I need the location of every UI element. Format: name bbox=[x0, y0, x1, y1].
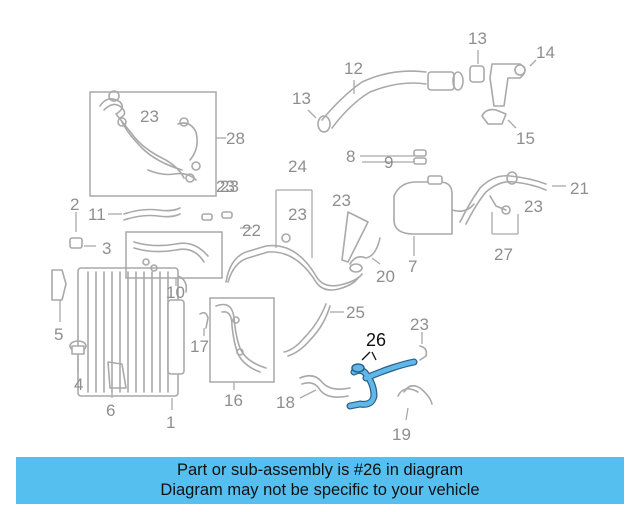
callout-26: 26 bbox=[366, 330, 386, 350]
banner-line-2: Diagram may not be specific to your vehi… bbox=[160, 481, 480, 499]
upper-hose-12 bbox=[307, 70, 464, 133]
callout-10: 10 bbox=[166, 283, 185, 302]
hose-assembly-28 bbox=[89, 90, 226, 197]
callout-28: 28 bbox=[226, 129, 245, 148]
hose-assembly-16 bbox=[209, 297, 275, 390]
pipe-neck-20 bbox=[341, 211, 381, 273]
hoses-21-27 bbox=[459, 171, 566, 235]
callout-21: 21 bbox=[570, 179, 589, 198]
radiator-part bbox=[77, 267, 188, 410]
callout-9: 9 bbox=[384, 153, 393, 172]
callout-22: 22 bbox=[242, 221, 261, 240]
callout-23c: 23 bbox=[288, 205, 307, 224]
callout-25: 25 bbox=[346, 303, 365, 322]
callout-12: 12 bbox=[344, 59, 363, 78]
callout-13b: 13 bbox=[468, 29, 487, 48]
hose-18 bbox=[299, 374, 351, 399]
callout-24: 24 bbox=[288, 157, 307, 176]
callout-23g: 23 bbox=[220, 177, 239, 196]
callout-18: 18 bbox=[276, 393, 295, 412]
clip-17 bbox=[199, 311, 209, 336]
callout-20: 20 bbox=[376, 267, 395, 286]
callout-27: 27 bbox=[494, 245, 513, 264]
callout-5: 5 bbox=[54, 325, 63, 344]
coolant-pipe-22-24-25 bbox=[225, 189, 363, 357]
callout-8: 8 bbox=[346, 147, 355, 166]
fittings-8-9 bbox=[360, 149, 427, 165]
callout-14: 14 bbox=[536, 43, 555, 62]
callout-23e: 23 bbox=[524, 197, 543, 216]
callout-6: 6 bbox=[106, 401, 115, 420]
banner-line-1: Part or sub-assembly is #26 in diagram bbox=[176, 461, 464, 479]
callout-3: 3 bbox=[102, 239, 111, 258]
expansion-tank-7 bbox=[393, 175, 475, 256]
callout-23b: 23 bbox=[216, 177, 235, 196]
bracket-parts-4-5 bbox=[51, 269, 127, 398]
cap-parts-2-3 bbox=[69, 212, 96, 249]
hose-11 bbox=[108, 207, 181, 221]
thermostat-housing-14-15 bbox=[469, 50, 537, 129]
info-banner: Part or sub-assembly is #26 in diagram D… bbox=[16, 457, 624, 504]
callout-17: 17 bbox=[190, 337, 209, 356]
clamp-parts-23 bbox=[201, 211, 428, 361]
callout-4: 4 bbox=[74, 375, 83, 394]
highlighted-pipe-26[interactable] bbox=[346, 351, 418, 410]
callout-19: 19 bbox=[392, 425, 411, 444]
callout-7: 7 bbox=[408, 257, 417, 276]
exploded-parts-diagram: 1 2 3 4 5 6 7 8 9 10 11 12 13 13 14 15 1… bbox=[51, 29, 589, 444]
callout-23f: 23 bbox=[410, 315, 429, 334]
callout-15: 15 bbox=[516, 129, 535, 148]
callout-16: 16 bbox=[224, 391, 243, 410]
callout-1: 1 bbox=[166, 413, 175, 432]
callout-2: 2 bbox=[70, 195, 79, 214]
callout-11: 11 bbox=[88, 205, 106, 224]
callout-23a: 23 bbox=[140, 107, 159, 126]
hose-assembly-10 bbox=[125, 231, 223, 286]
callout-13a: 13 bbox=[292, 89, 311, 108]
callout-23d: 23 bbox=[332, 191, 351, 210]
hose-19 bbox=[397, 384, 433, 421]
